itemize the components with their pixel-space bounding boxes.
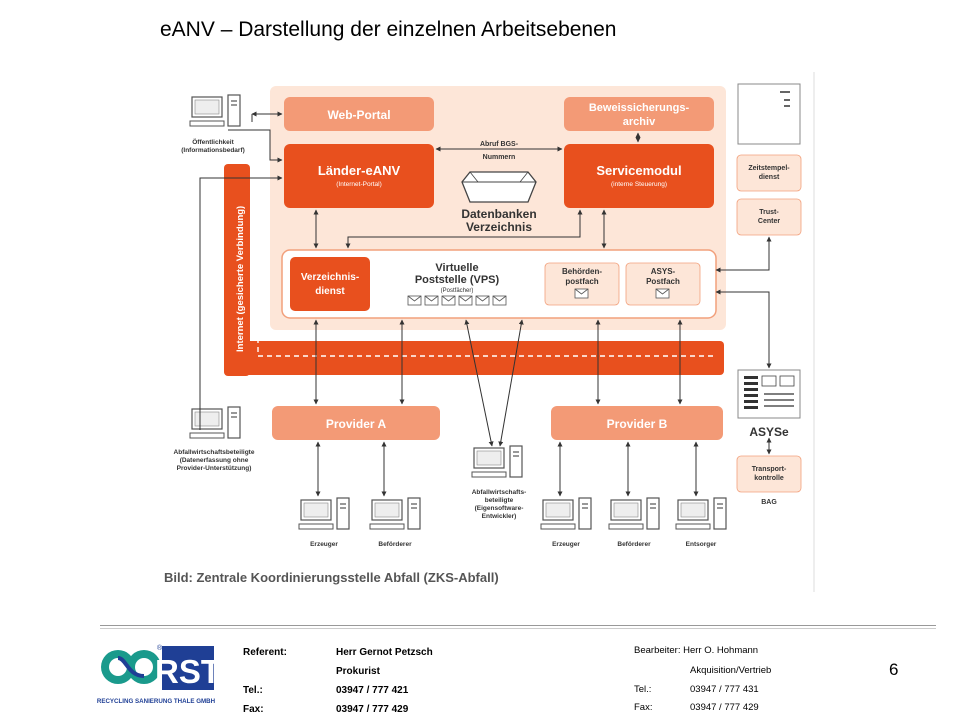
- fax-value: 03947 / 777 429: [336, 704, 409, 715]
- transport-label-1: Transport-: [752, 466, 787, 473]
- computer-erzeuger-a-icon: [298, 497, 350, 530]
- web-portal-label: Web-Portal: [327, 108, 390, 122]
- b-fax-label: Fax:: [634, 702, 653, 713]
- asyse-label: ASYSe: [749, 425, 789, 439]
- vps-sub: (Postfächer): [441, 288, 474, 294]
- erzeuger-a-label: Erzeuger: [310, 541, 338, 548]
- abfall-left-label-3: Provider-Unterstützung): [177, 465, 252, 472]
- behoerden-label-2: postfach: [565, 277, 598, 286]
- slide-title: eANV – Darstellung der einzelnen Arbeits…: [160, 18, 617, 41]
- behoerden-postfach-box: [544, 262, 620, 306]
- vps-label-2: Poststelle (VPS): [415, 274, 500, 286]
- computer-abfall-mid-icon: [471, 445, 523, 478]
- internet-band-vertical: [224, 164, 250, 376]
- diagram-caption: Bild: Zentrale Koordinierungsstelle Abfa…: [164, 570, 499, 585]
- abfall-mid-label-1: Abfallwirtschafts-: [472, 489, 527, 496]
- zeit-label-2: dienst: [759, 174, 780, 181]
- tel-value: 03947 / 777 421: [336, 685, 409, 696]
- abfall-mid-label-3: (Eigensoftware-: [475, 505, 524, 512]
- asys-postfach-label-2: Postfach: [646, 277, 680, 286]
- page-number: 6: [889, 660, 899, 679]
- zeitstempel-box: [736, 154, 802, 192]
- logo-text: RST: [155, 653, 216, 690]
- bag-label: BAG: [761, 499, 777, 506]
- laender-title: Länder-eANV: [318, 163, 401, 178]
- internet-dashed-line: [257, 176, 716, 357]
- abfall-mid-label-4: Entwickler): [482, 513, 517, 520]
- svg-text:®: ®: [157, 644, 163, 652]
- provider-a-label: Provider A: [326, 417, 387, 431]
- beweis-label-1: Beweissicherungs-: [589, 102, 690, 114]
- computer-befoerderer-b-icon: [608, 497, 660, 530]
- transport-label-2: kontrolle: [754, 475, 784, 482]
- referent-name: Herr Gernot Petzsch: [336, 647, 433, 658]
- service-sub: (interne Steuerung): [611, 181, 667, 188]
- befoerderer-a-label: Beförderer: [378, 541, 412, 548]
- referent-role: Prokurist: [336, 666, 380, 677]
- asyse-device-icon: [737, 369, 801, 419]
- trust-center-box: [736, 198, 802, 236]
- footer-divider: [100, 625, 936, 626]
- asys-envelope-icon: [655, 288, 670, 299]
- fax-label: Fax:: [243, 704, 264, 715]
- trust-label-2: Center: [758, 218, 780, 225]
- computer-oeffentlichkeit-icon: [189, 94, 241, 127]
- oeff-label-1: Öffentlichkeit: [192, 137, 234, 146]
- abfall-mid-label-2: beteiligte: [485, 497, 514, 504]
- logo-sub: RECYCLING SANIERUNG THALE GMBH: [97, 698, 216, 705]
- oeff-label-2: (Informationsbedarf): [181, 147, 245, 154]
- computer-erzeuger-b-icon: [540, 497, 592, 530]
- b-fax-value: 03947 / 777 429: [690, 702, 759, 713]
- bearbeiter-line: Bearbeiter: Herr O. Hohmann: [634, 645, 759, 656]
- b-tel-value: 03947 / 777 431: [690, 684, 759, 695]
- database-icon: [461, 171, 537, 203]
- vps-label-1: Virtuelle: [435, 262, 478, 274]
- connection-arrows: [199, 111, 772, 497]
- abfall-left-label-2: (Datenerfassung ohne: [180, 457, 249, 464]
- bearbeiter-role: Akquisition/Vertrieb: [690, 665, 772, 676]
- computer-abfall-left-icon: [189, 406, 241, 439]
- provider-b-box: [551, 406, 723, 440]
- abruf-label-2: Nummern: [483, 154, 516, 161]
- provider-b-label: Provider B: [607, 417, 668, 431]
- laender-eanv-box: [284, 144, 434, 208]
- verzeichnisdienst-box: [290, 257, 370, 311]
- abruf-label-1: Abruf BGS-: [480, 141, 519, 148]
- zeit-label-1: Zeitstempel-: [748, 165, 790, 172]
- beweis-archiv-box: [564, 97, 714, 131]
- trust-label-1: Trust-: [759, 209, 779, 216]
- laender-sub: (Internet-Portal): [336, 181, 382, 188]
- abfall-left-label-1: Abfallwirtschaftsbeteiligte: [174, 449, 255, 456]
- erzeuger-b-label: Erzeuger: [552, 541, 580, 548]
- befoerderer-b-label: Beförderer: [617, 541, 651, 548]
- db-label-2: Verzeichnis: [466, 220, 532, 234]
- tel-label: Tel.:: [243, 685, 263, 696]
- referent-label: Referent:: [243, 647, 287, 658]
- db-label-1: Datenbanken: [461, 207, 536, 221]
- beweis-label-2: archiv: [623, 116, 656, 128]
- b-tel-label: Tel.:: [634, 684, 652, 695]
- asys-postfach-label-1: ASYS-: [651, 267, 676, 276]
- footer-divider-2: [100, 628, 936, 629]
- entsorger-label: Entsorger: [686, 541, 717, 548]
- archive-server-icon: [737, 83, 801, 145]
- servicemodul-box: [564, 144, 714, 208]
- verz-label-1: Verzeichnis-: [301, 272, 359, 283]
- internet-label: Internet (gesicherte Verbindung): [235, 206, 246, 352]
- rst-logo: RST RECYCLING SANIERUNG THALE GMBH ®: [96, 640, 221, 710]
- service-title: Servicemodul: [596, 163, 681, 178]
- provider-a-box: [272, 406, 440, 440]
- transportkontrolle-box: [736, 455, 802, 493]
- behoerden-envelope-icon: [574, 288, 589, 299]
- behoerden-label-1: Behörden-: [562, 267, 602, 276]
- computer-entsorger-icon: [675, 497, 727, 530]
- web-portal-box: [284, 97, 434, 131]
- computer-befoerderer-a-icon: [369, 497, 421, 530]
- asys-postfach-box: [625, 262, 701, 306]
- verz-label-2: dienst: [315, 286, 345, 297]
